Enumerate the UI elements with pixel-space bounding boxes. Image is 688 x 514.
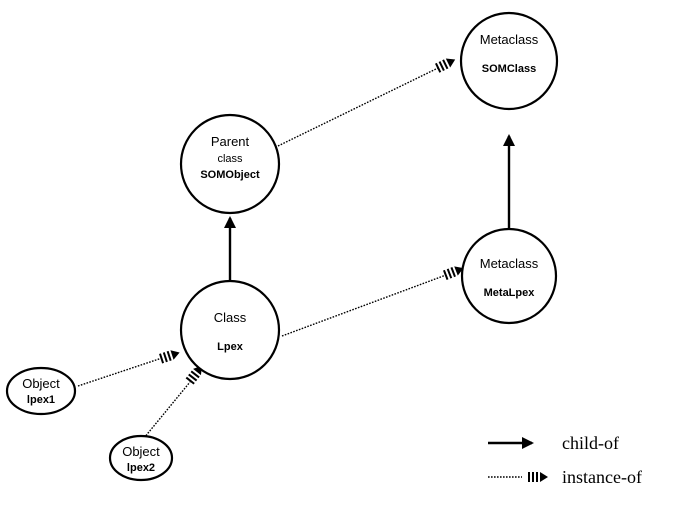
node-object-lpex2: Object lpex2 <box>108 434 174 482</box>
node-name-label: SOMObject <box>200 169 260 181</box>
node-name-label: Lpex <box>217 341 244 353</box>
node-name-label: MetaLpex <box>484 287 536 299</box>
legend-instance-of: instance-of <box>488 467 642 487</box>
node-name-label: SOMClass <box>482 63 536 75</box>
node-kind-label: Metaclass <box>480 32 539 47</box>
node-kind-label: Metaclass <box>480 256 539 271</box>
legend-child-of-label: child-of <box>562 433 619 453</box>
node-metaclass-somclass: Metaclass SOMClass <box>459 11 559 111</box>
node-name-label: lpex2 <box>127 462 155 474</box>
edge-instance-of-lpex1-to-lpex <box>77 350 180 387</box>
node-metaclass-metalpex: Metaclass MetaLpex <box>460 227 558 325</box>
edge-instance-of-lpex-to-metalpex <box>281 266 464 337</box>
node-kind-label: Class <box>214 310 247 325</box>
node-name-label: lpex1 <box>27 394 55 406</box>
node-parent-somobject: Parent class SOMObject <box>179 113 281 215</box>
node-kind-label: Object <box>22 376 60 391</box>
legend-child-of: child-of <box>488 433 619 453</box>
node-sub-label: class <box>217 153 243 165</box>
legend-instance-of-label: instance-of <box>562 467 642 487</box>
node-object-lpex1: Object lpex1 <box>5 366 77 416</box>
legend: child-of instance-of <box>488 433 642 487</box>
node-class-lpex: Class Lpex <box>179 279 281 381</box>
edge-instance-of-somobject-to-somclass <box>277 58 456 147</box>
node-kind-label: Parent <box>211 134 250 149</box>
edge-instance-of-lpex2-to-lpex <box>143 365 202 439</box>
node-kind-label: Object <box>122 444 160 459</box>
